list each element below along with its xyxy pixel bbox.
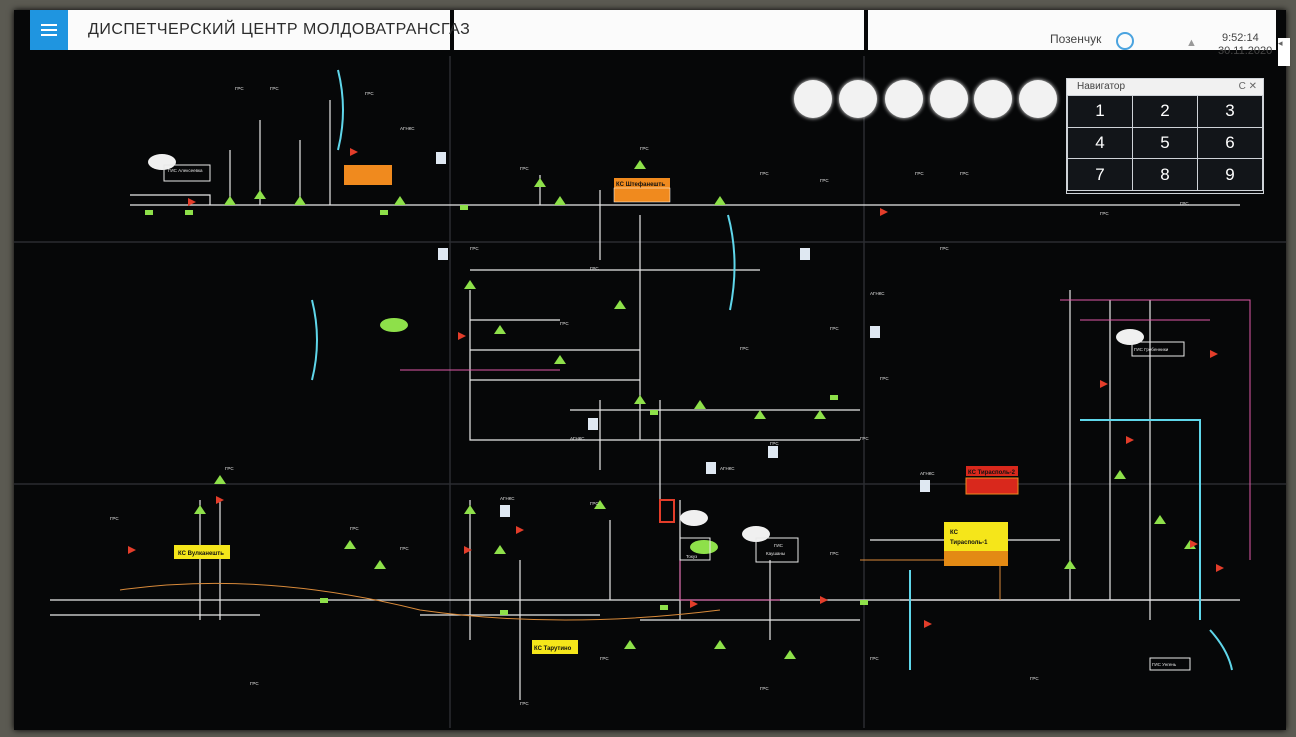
svg-text:АГНКС: АГНКС <box>400 126 415 131</box>
collapse-icon[interactable]: ◂ <box>1278 38 1290 66</box>
gis-kaushany-label-a: ГИС <box>774 543 784 548</box>
tocuz-label: Токуз <box>686 554 697 559</box>
ks-tiraspol1-box: КС Тирасполь-1 <box>944 522 1008 566</box>
ks-tiraspol1-label-b: Тирасполь-1 <box>950 540 988 546</box>
quick-circle-4[interactable] <box>930 80 968 118</box>
gis-grebenniki-label: ГИС Гребенники <box>1134 347 1169 352</box>
navigator-cell-9[interactable]: 9 <box>1198 159 1262 190</box>
svg-text:ГРС: ГРС <box>770 441 779 446</box>
navigator-cell-3[interactable]: 3 <box>1198 96 1262 127</box>
ks-tiraspol2-box: КС Тирасполь-2 <box>965 466 1019 495</box>
svg-text:ГРС: ГРС <box>520 701 529 706</box>
pipelines-orange <box>119 559 1001 621</box>
svg-text:ГРС: ГРС <box>830 551 839 556</box>
svg-text:ГРС: ГРС <box>740 346 749 351</box>
svg-text:ГРС: ГРС <box>250 681 259 686</box>
clock-time: 9:52:14 <box>1222 32 1259 44</box>
user-name[interactable]: Позенчук <box>1050 32 1102 46</box>
top-bar: ДИСПЕТЧЕРСКИЙ ЦЕНТР МОЛДОВАТРАНСГАЗ Позе… <box>16 10 1290 66</box>
ks-vulkanesht-box: КС Вулканешть <box>174 545 230 559</box>
navigator-cell-8[interactable]: 8 <box>1133 159 1197 190</box>
svg-text:ГРС: ГРС <box>915 171 924 176</box>
bell-icon[interactable]: ▲ <box>1186 37 1197 49</box>
valve-green-markers <box>145 160 1196 659</box>
small-labels: ГРС ГРС ГРС АГНКС ГРС ГРС ГРС ГРС ГРС ГРС ГРС… <box>110 86 1189 706</box>
svg-text:АГНКС: АГНКС <box>500 496 515 501</box>
navigator-header: Навигатор C ✕ <box>1067 79 1263 95</box>
svg-text:ГРС: ГРС <box>760 686 769 691</box>
svg-text:ГРС: ГРС <box>560 321 569 326</box>
quick-circle-6[interactable] <box>1019 80 1057 118</box>
app-title: ДИСПЕТЧЕРСКИЙ ЦЕНТР МОЛДОВАТРАНСГАЗ <box>88 21 471 38</box>
clock-date: 30.11.2020 <box>1218 45 1273 57</box>
svg-text:ГРС: ГРС <box>400 546 409 551</box>
svg-text:ГРС: ГРС <box>270 86 279 91</box>
svg-text:ГРС: ГРС <box>235 86 244 91</box>
svg-text:ГРС: ГРС <box>1180 201 1189 206</box>
svg-text:АГНКС: АГНКС <box>720 466 735 471</box>
ks-tiraspol2-label: КС Тирасполь-2 <box>968 470 1016 476</box>
top-bar-segment-left <box>30 10 450 50</box>
menu-button[interactable] <box>30 10 68 50</box>
navigator-panel: Навигатор C ✕ 1 2 3 4 5 6 7 8 9 <box>1066 78 1264 194</box>
svg-text:АГНКС: АГНКС <box>570 436 585 441</box>
pipelines-pink <box>400 299 1251 601</box>
ks-top-left-box <box>344 165 392 185</box>
svg-text:ГРС: ГРС <box>760 171 769 176</box>
top-bar-segment-right <box>868 10 1276 50</box>
navigator-cell-2[interactable]: 2 <box>1133 96 1197 127</box>
svg-text:ГРС: ГРС <box>640 146 649 151</box>
svg-text:ГРС: ГРС <box>870 656 879 661</box>
svg-text:ГРС: ГРС <box>880 376 889 381</box>
svg-text:ГРС: ГРС <box>110 516 119 521</box>
gis-kaushany-label-b: Каушаны <box>766 551 785 556</box>
navigator-cell-6[interactable]: 6 <box>1198 127 1262 159</box>
quick-circle-3[interactable] <box>885 80 923 118</box>
ks-vulkanesht-label: КС Вулканешть <box>178 551 224 557</box>
quick-circle-1[interactable] <box>794 80 832 118</box>
svg-text:АГНКС: АГНКС <box>920 471 935 476</box>
ks-tarutino-label: КС Тарутино <box>534 646 572 652</box>
svg-text:ГРС: ГРС <box>590 266 599 271</box>
pipelines-cyan <box>311 69 1233 671</box>
navigator-cell-7[interactable]: 7 <box>1068 159 1132 190</box>
svg-text:ГРС: ГРС <box>350 526 359 531</box>
navigator-title: Навигатор <box>1077 81 1126 92</box>
ks-shtefaneshty-label: КС Штефанешть <box>616 181 665 188</box>
svg-text:ГРС: ГРС <box>1100 211 1109 216</box>
ks-tiraspol1-label-a: КС <box>950 530 959 536</box>
navigator-grid: 1 2 3 4 5 6 7 8 9 <box>1067 95 1263 191</box>
gis-alexeevka-label: ГИС Алексеевка <box>168 168 203 173</box>
quick-circle-2[interactable] <box>839 80 877 118</box>
svg-text:ГРС: ГРС <box>225 466 234 471</box>
svg-text:ГРС: ГРС <box>600 656 609 661</box>
svg-text:ГРС: ГРС <box>470 246 479 251</box>
navigator-cell-5[interactable]: 5 <box>1133 127 1197 159</box>
svg-text:ГРС: ГРС <box>1030 676 1039 681</box>
svg-text:ГРС: ГРС <box>960 171 969 176</box>
gis-labels: ГИС Алексеевка ГИС Гребенники ГИС Каушан… <box>163 164 1191 671</box>
svg-text:ГРС: ГРС <box>820 178 829 183</box>
valve-red-markers <box>128 148 1224 628</box>
info-icons <box>436 152 930 517</box>
user-avatar-icon[interactable] <box>1116 32 1134 50</box>
svg-text:ГРС: ГРС <box>860 436 869 441</box>
hamburger-icon <box>41 24 57 26</box>
navigator-cell-1[interactable]: 1 <box>1068 96 1132 127</box>
gis-ungheni-label: ГИС Унгень <box>1152 662 1177 667</box>
ks-tarutino-box: КС Тарутино <box>532 640 578 654</box>
quick-circle-5[interactable] <box>974 80 1012 118</box>
svg-text:АГНКС: АГНКС <box>870 291 885 296</box>
navigator-close-icon[interactable]: C ✕ <box>1238 81 1257 92</box>
svg-text:ГРС: ГРС <box>520 166 529 171</box>
svg-text:ГРС: ГРС <box>940 246 949 251</box>
ks-shtefaneshty-box: КС Штефанешть <box>613 178 671 203</box>
top-bar-segment-middle <box>454 10 864 50</box>
svg-text:ГРС: ГРС <box>830 326 839 331</box>
navigator-cell-4[interactable]: 4 <box>1068 127 1132 159</box>
svg-text:ГРС: ГРС <box>365 91 374 96</box>
svg-text:ГРС: ГРС <box>590 501 599 506</box>
